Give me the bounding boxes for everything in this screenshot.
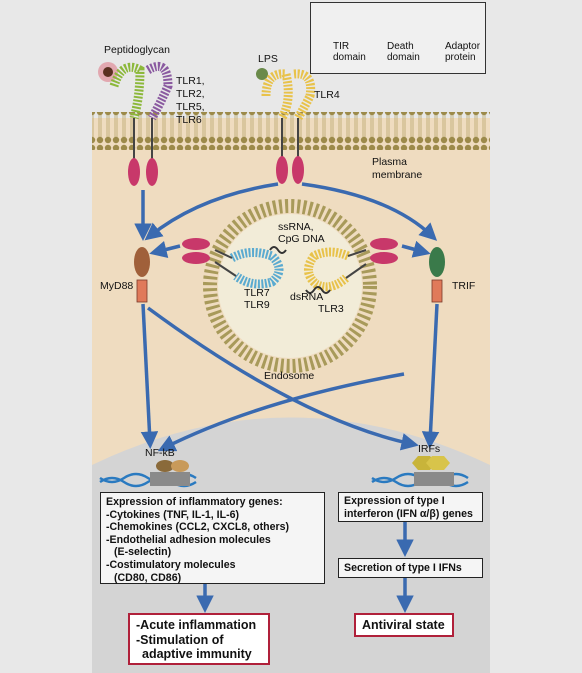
legend-death-2: domain: [387, 52, 420, 63]
legend-tir-1: TIR: [333, 41, 350, 52]
interferon-line-2: interferon (IFN α/β) genes: [344, 507, 473, 520]
tlr7-label: TLR7: [244, 287, 270, 299]
interferon-line-1: Expression of type I: [344, 495, 445, 507]
outcome-line: -Acute inflammation: [136, 618, 257, 632]
outcome-line: adaptive immunity: [142, 647, 252, 661]
inflammatory-line: -Cytokines (TNF, IL-1, IL-6): [106, 508, 240, 521]
peptidoglycan-label: Peptidoglycan: [104, 44, 170, 56]
inflammatory-line: -Endothelial adhesion molecules: [106, 533, 271, 546]
tlr1-label: TLR1,: [176, 75, 205, 87]
nfkb-complex: [156, 460, 189, 472]
peptidoglycan-ligand: [98, 62, 118, 82]
tlr5-label: TLR5,: [176, 101, 205, 113]
ssrna-label: ssRNA,: [278, 221, 314, 233]
legend-adaptor-1: Adaptor: [445, 41, 481, 52]
outcome-line: -Stimulation of: [136, 632, 224, 647]
inflammatory-title: Expression of inflammatory genes:: [106, 496, 283, 508]
tlr7-tlr9-receptor: [182, 238, 287, 289]
legend: TIR domain Death domain Adaptor protein: [310, 2, 486, 74]
irfs-label: IRFs: [418, 443, 440, 455]
tlr9-label: TLR9: [244, 299, 270, 311]
cpg-label: CpG DNA: [278, 233, 325, 245]
trif-label: TRIF: [452, 280, 475, 292]
myd88-label: MyD88: [100, 280, 133, 292]
plasma-membrane: [92, 112, 490, 150]
dsrna-label: dsRNA: [290, 291, 323, 303]
dna-right: [371, 472, 469, 488]
nfkb-label: NF-kB: [145, 447, 175, 459]
legend-tir-2: domain: [333, 52, 366, 63]
tlr3-label: TLR3: [318, 303, 344, 315]
dna-left: [99, 472, 197, 488]
lps-label: LPS: [258, 53, 278, 65]
trif-adaptor: [429, 247, 445, 303]
inflammatory-genes-box: Expression of inflammatory genes: -Cytok…: [100, 492, 325, 584]
inflammation-outcome-box: -Acute inflammation -Stimulation of adap…: [128, 613, 270, 665]
secretion-box: Secretion of type I IFNs: [338, 558, 483, 578]
tlr4-receptor: [261, 69, 316, 184]
inflammatory-line: -Chemokines (CCL2, CXCL8, others): [106, 521, 290, 534]
membrane-label: membrane: [372, 169, 422, 181]
tlr3-receptor: [304, 238, 398, 294]
tlr-surface-pair: [109, 62, 173, 186]
lps-ligand: [256, 68, 268, 80]
inflammatory-line: (CD80, CD86): [114, 571, 182, 584]
endosome-label: Endosome: [264, 370, 314, 382]
legend-death-1: Death: [387, 41, 414, 52]
interferon-genes-box: Expression of type I interferon (IFN α/β…: [338, 492, 483, 522]
plasma-label: Plasma: [372, 156, 407, 168]
legend-adaptor-2: protein: [445, 52, 476, 63]
antiviral-outcome-box: Antiviral state: [354, 613, 454, 637]
secretion-text: Secretion of type I IFNs: [344, 562, 462, 574]
inflammatory-line: -Costimulatory molecules: [106, 558, 236, 571]
signal-arrows: [134, 182, 440, 613]
tlr4-label: TLR4: [314, 89, 340, 101]
inflammatory-line: (E-selectin): [114, 546, 172, 559]
tlr2-label: TLR2,: [176, 88, 205, 100]
irfs-complex: [412, 456, 450, 470]
myd88-adaptor: [134, 247, 150, 303]
tlr6-label: TLR6: [176, 114, 202, 126]
antiviral-text: Antiviral state: [362, 618, 445, 632]
